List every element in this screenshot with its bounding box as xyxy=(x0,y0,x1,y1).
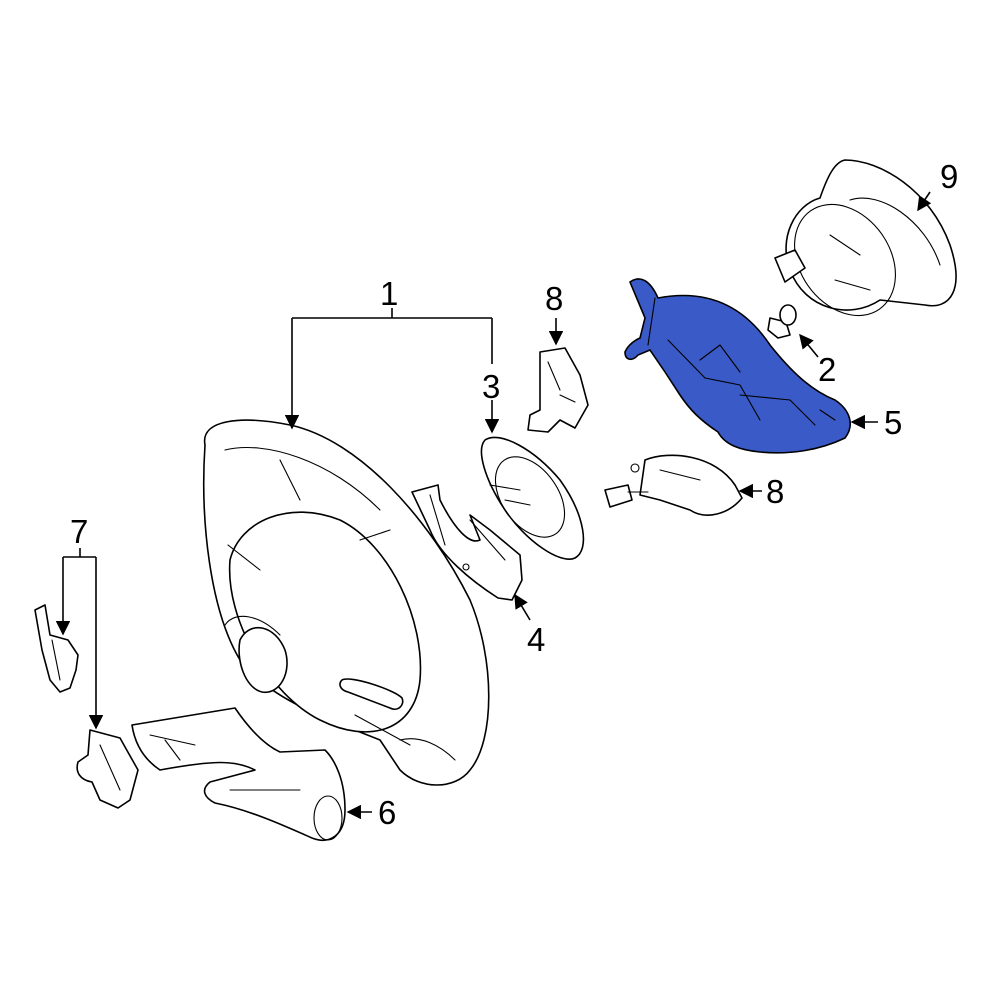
airbag-module[interactable] xyxy=(774,159,957,335)
callout-1: 1 xyxy=(380,275,398,312)
paddle-upper[interactable] xyxy=(34,604,79,693)
screw[interactable] xyxy=(767,304,797,339)
callout-7: 7 xyxy=(70,513,88,550)
steering-wheel[interactable] xyxy=(203,419,490,786)
callout-8-right: 8 xyxy=(766,473,784,510)
paddle-lower[interactable] xyxy=(76,729,139,809)
lower-trim-bracket[interactable] xyxy=(411,484,523,601)
callout-5: 5 xyxy=(884,404,902,441)
leader-lines xyxy=(55,191,932,820)
lower-cover[interactable] xyxy=(131,707,346,841)
callout-4: 4 xyxy=(527,621,545,658)
backing-plate[interactable] xyxy=(480,436,585,560)
callout-9: 9 xyxy=(940,158,958,195)
callout-2: 2 xyxy=(818,351,836,388)
trim-cover-highlighted[interactable] xyxy=(624,278,851,454)
callout-3: 3 xyxy=(482,368,500,405)
callout-6: 6 xyxy=(378,794,396,831)
switch-top[interactable] xyxy=(527,347,589,433)
switch-right[interactable] xyxy=(604,454,743,516)
trim-cover-shape xyxy=(624,278,851,454)
callout-8-top: 8 xyxy=(545,280,563,317)
